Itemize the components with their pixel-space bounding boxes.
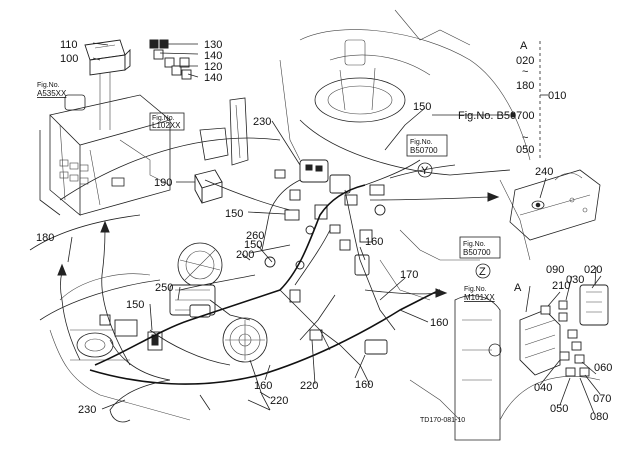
battery-illustration (39, 60, 171, 216)
fig-ref-a535-prefix[interactable]: Fig.No. (37, 82, 60, 89)
fig-ref-b507y-code[interactable]: B50700 (410, 146, 438, 155)
fig-ref-l102-code[interactable]: L102XX (152, 121, 181, 130)
callout-170[interactable]: 170 (400, 269, 418, 281)
callout-labels: 110 100 130 140 120 140 230 150 190 150 … (36, 39, 612, 423)
fig-ref-m101-code[interactable]: M101XX (464, 293, 495, 302)
callout-140b[interactable]: 140 (204, 72, 222, 84)
marker-z-circle (475, 263, 491, 279)
callout-130[interactable]: 130 (204, 39, 222, 51)
fig-ref-box-b507z[interactable] (459, 236, 501, 259)
callout-250[interactable]: 250 (155, 282, 173, 294)
range-letter: A (520, 40, 528, 52)
callout-160b[interactable]: 160 (430, 317, 448, 329)
relay-set (149, 39, 192, 80)
callout-150d[interactable]: 150 (126, 299, 144, 311)
fig-ref-b507z-prefix[interactable]: Fig.No. (463, 241, 486, 248)
marker-y-circle (417, 162, 433, 178)
range-from: 020 (516, 55, 534, 67)
callout-230a[interactable]: 230 (253, 116, 271, 128)
marker-y: Y (421, 165, 429, 177)
callout-110[interactable]: 110 (60, 39, 78, 51)
leader-arrows (57, 164, 500, 423)
marker-a: A (514, 282, 522, 294)
fig-ref-l102-prefix[interactable]: Fig.No. (152, 115, 175, 122)
fig-ref-b507z-code[interactable]: B50700 (463, 248, 491, 257)
part-range: A 020 ~ 180 ~ 050 (516, 40, 534, 156)
fig-main-label[interactable]: Fig.No. B50700 (458, 110, 534, 122)
bracket-230 (199, 97, 249, 166)
range-tilde-1: ~ (522, 66, 528, 78)
callout-180[interactable]: 180 (36, 232, 54, 244)
callout-220b[interactable]: 220 (270, 395, 288, 407)
callout-010[interactable]: 010 (548, 90, 566, 102)
callout-160c[interactable]: 160 (254, 380, 272, 392)
drawing-id: TD170-081-10 (420, 417, 465, 424)
callout-150b[interactable]: 150 (225, 208, 243, 220)
fig-ref-m101-prefix[interactable]: Fig.No. (464, 286, 487, 293)
range-dot (510, 112, 516, 118)
range-tilde-2: ~ (522, 132, 528, 144)
fig-ref-a535-code[interactable]: A535XX (37, 89, 67, 98)
range-to: 050 (516, 144, 534, 156)
callout-220a[interactable]: 220 (300, 380, 318, 392)
callout-260[interactable]: 260 (246, 230, 264, 242)
fig-ref-box-b507y[interactable] (406, 134, 448, 157)
controller-box (194, 169, 223, 204)
callout-150c[interactable]: 150 (244, 239, 262, 251)
range-mid: 180 (516, 80, 534, 92)
engine-components (99, 242, 388, 363)
callout-030[interactable]: 030 (566, 274, 584, 286)
bracket-240-detail (509, 169, 601, 241)
callout-040[interactable]: 040 (534, 382, 552, 394)
callout-160a[interactable]: 160 (365, 236, 383, 248)
callout-240[interactable]: 240 (535, 166, 553, 178)
callout-070[interactable]: 070 (593, 393, 611, 405)
connector-housing-detail (519, 284, 609, 377)
callout-100[interactable]: 100 (60, 53, 78, 65)
callout-060[interactable]: 060 (594, 362, 612, 374)
callout-050[interactable]: 050 (550, 403, 568, 415)
callout-200[interactable]: 200 (236, 249, 254, 261)
callout-leaders (67, 41, 602, 414)
callout-150a[interactable]: 150 (413, 101, 431, 113)
fig-ref-labels: Fig.No. A535XX Fig.No. L102XX Fig.No. B5… (37, 82, 495, 302)
fig-ref-b507y-prefix[interactable]: Fig.No. (410, 139, 433, 146)
callout-230b[interactable]: 230 (78, 404, 96, 416)
fig-ref-box-l102[interactable] (149, 112, 185, 131)
tractor-body-outline (29, 9, 601, 441)
marker-z: Z (479, 266, 486, 278)
callout-020[interactable]: 020 (584, 264, 602, 276)
callout-210[interactable]: 210 (552, 280, 570, 292)
connector-cluster (274, 159, 386, 276)
callout-080[interactable]: 080 (590, 411, 608, 423)
callout-120[interactable]: 120 (204, 61, 222, 73)
callout-090[interactable]: 090 (546, 264, 564, 276)
callout-140a[interactable]: 140 (204, 50, 222, 62)
callout-160d[interactable]: 160 (355, 379, 373, 391)
callout-190[interactable]: 190 (154, 177, 172, 189)
